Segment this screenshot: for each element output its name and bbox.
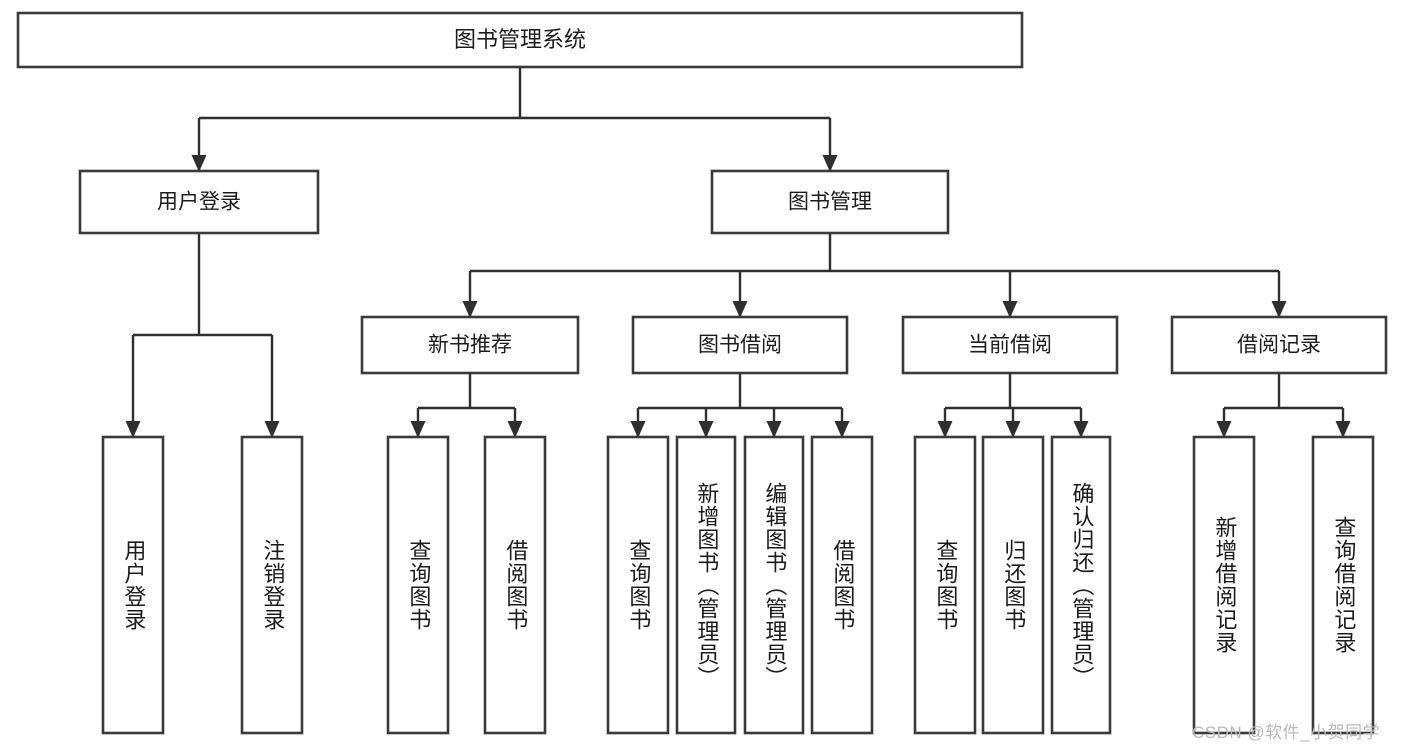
submodule-node-book-borrow-label: 图书借阅 (698, 334, 782, 357)
leaf-node-leaf-rec-search-rect[interactable] (1311, 435, 1375, 735)
submodule-node-new-book-rec-rect[interactable] (360, 315, 580, 375)
book-borrow-to-leaves-arrow-1 (698, 421, 714, 438)
leaf-node-leaf-borrow-add[interactable] (675, 435, 737, 735)
submodule-node-current-borrow-rect[interactable] (901, 315, 1119, 375)
module-node-user-login-rect[interactable] (78, 169, 320, 235)
leaf-node-leaf-rec-query-rect[interactable] (386, 435, 450, 735)
leaf-node-leaf-rec-search[interactable] (1311, 435, 1375, 735)
leaf-node-leaf-borrow-add-rect[interactable] (675, 435, 737, 735)
borrow-record-to-leaves-arrow-0 (1216, 421, 1232, 438)
submodule-node-borrow-record-rect[interactable] (1170, 315, 1388, 375)
book-borrow-to-leaves-arrow-2 (766, 421, 782, 438)
current-borrow-to-leaves-arrow-2 (1073, 421, 1089, 438)
submodule-node-new-book-rec[interactable]: 新书推荐 (360, 315, 580, 375)
book-manage-to-submodules-arrow-3 (1271, 301, 1287, 318)
watermark-text: CSDN @软件_小贺同学 (1192, 723, 1381, 742)
leaf-node-leaf-borrow-query[interactable] (606, 435, 670, 735)
borrow-record-to-leaves-arrow-1 (1335, 421, 1351, 438)
new-book-rec-to-leaves-arrow-0 (410, 421, 426, 438)
user-login-to-leaves-arrow-1 (264, 421, 280, 438)
book-borrow-to-leaves-arrow-3 (834, 421, 850, 438)
module-node-user-login[interactable]: 用户登录 (78, 169, 320, 235)
submodule-node-book-borrow[interactable]: 图书借阅 (631, 315, 849, 375)
leaf-node-leaf-rec-borrow-rect[interactable] (483, 435, 547, 735)
submodule-node-borrow-record-label: 借阅记录 (1237, 334, 1321, 357)
module-node-user-login-label: 用户登录 (157, 191, 241, 214)
leaf-node-leaf-user-login[interactable] (101, 435, 165, 735)
root-node[interactable]: 图书管理系统 (16, 11, 1024, 69)
leaf-node-leaf-rec-query[interactable] (386, 435, 450, 735)
current-borrow-to-leaves-arrow-1 (1005, 421, 1021, 438)
leaf-node-leaf-user-logout-rect[interactable] (240, 435, 304, 735)
book-borrow-to-leaves-arrow-0 (630, 421, 646, 438)
root-to-modules-arrow-1 (822, 155, 838, 172)
connectors-layer (125, 67, 1351, 438)
current-borrow-to-leaves-arrow-0 (937, 421, 953, 438)
book-manage-to-submodules-arrow-1 (732, 301, 748, 318)
user-login-to-leaves-arrow-0 (125, 421, 141, 438)
leaf-node-leaf-borrow-lend[interactable] (810, 435, 874, 735)
root-node-label: 图书管理系统 (454, 27, 586, 52)
submodule-node-new-book-rec-label: 新书推荐 (428, 334, 512, 357)
leaf-node-leaf-borrow-edit[interactable] (743, 435, 805, 735)
leaf-node-leaf-cur-query-rect[interactable] (913, 435, 977, 735)
leaf-node-leaf-user-logout[interactable] (240, 435, 304, 735)
book-manage-to-submodules-arrow-0 (462, 301, 478, 318)
submodule-node-current-borrow[interactable]: 当前借阅 (901, 315, 1119, 375)
leaf-node-leaf-rec-add-rect[interactable] (1192, 435, 1256, 735)
module-node-book-manage-label: 图书管理 (788, 191, 872, 214)
leaf-node-leaf-rec-borrow[interactable] (483, 435, 547, 735)
leaf-node-leaf-cur-query[interactable] (913, 435, 977, 735)
book-manage-to-submodules-arrow-2 (1002, 301, 1018, 318)
leaf-node-leaf-rec-add[interactable] (1192, 435, 1256, 735)
leaf-node-leaf-borrow-edit-rect[interactable] (743, 435, 805, 735)
leaf-node-leaf-borrow-query-rect[interactable] (606, 435, 670, 735)
leaf-node-leaf-cur-confirm[interactable] (1050, 435, 1112, 735)
new-book-rec-to-leaves-arrow-1 (507, 421, 523, 438)
leaf-node-leaf-cur-return[interactable] (981, 435, 1045, 735)
leaf-node-leaf-borrow-lend-rect[interactable] (810, 435, 874, 735)
module-node-book-manage-rect[interactable] (710, 169, 950, 235)
root-to-modules-arrow-0 (191, 155, 207, 172)
leaf-node-leaf-user-login-rect[interactable] (101, 435, 165, 735)
leaf-node-leaf-cur-confirm-rect[interactable] (1050, 435, 1112, 735)
submodule-node-current-borrow-label: 当前借阅 (968, 334, 1052, 357)
submodule-node-borrow-record[interactable]: 借阅记录 (1170, 315, 1388, 375)
module-node-book-manage[interactable]: 图书管理 (710, 169, 950, 235)
submodule-node-book-borrow-rect[interactable] (631, 315, 849, 375)
root-node-rect[interactable] (16, 11, 1024, 69)
leaf-node-leaf-cur-return-rect[interactable] (981, 435, 1045, 735)
